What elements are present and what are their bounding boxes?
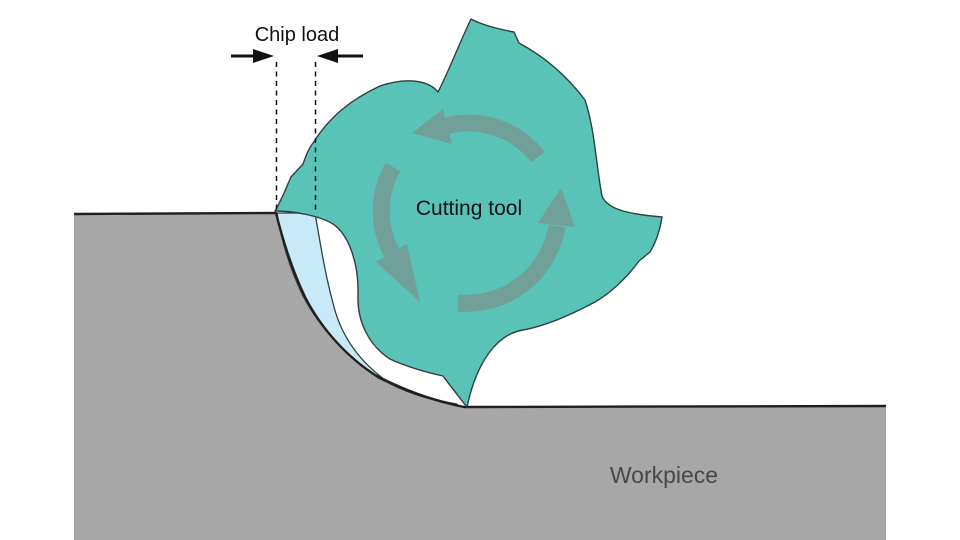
chip-load-arrow-right-head <box>317 49 338 63</box>
cutting-tool-label: Cutting tool <box>416 197 522 220</box>
rotation-arc-bottom-right <box>457 224 566 312</box>
chip-shape <box>276 212 458 405</box>
chip-load-arrow-left-head <box>253 49 274 63</box>
chip-load-dimension-arrows-icon <box>231 49 363 63</box>
workpiece-body <box>74 213 886 540</box>
rotation-arrowhead-right <box>538 188 575 227</box>
workpiece-surface-line <box>73 211 887 409</box>
rotation-arc-left <box>372 162 401 260</box>
rotation-arrowhead-left <box>376 244 420 302</box>
rotation-arrowhead-top <box>412 109 452 144</box>
chip-load-label: Chip load <box>255 24 340 46</box>
rotation-arc-top <box>443 114 545 163</box>
workpiece-label: Workpiece <box>610 462 718 488</box>
cutting-tool-shape <box>274 18 663 408</box>
rotation-arrows-icon <box>372 109 575 312</box>
